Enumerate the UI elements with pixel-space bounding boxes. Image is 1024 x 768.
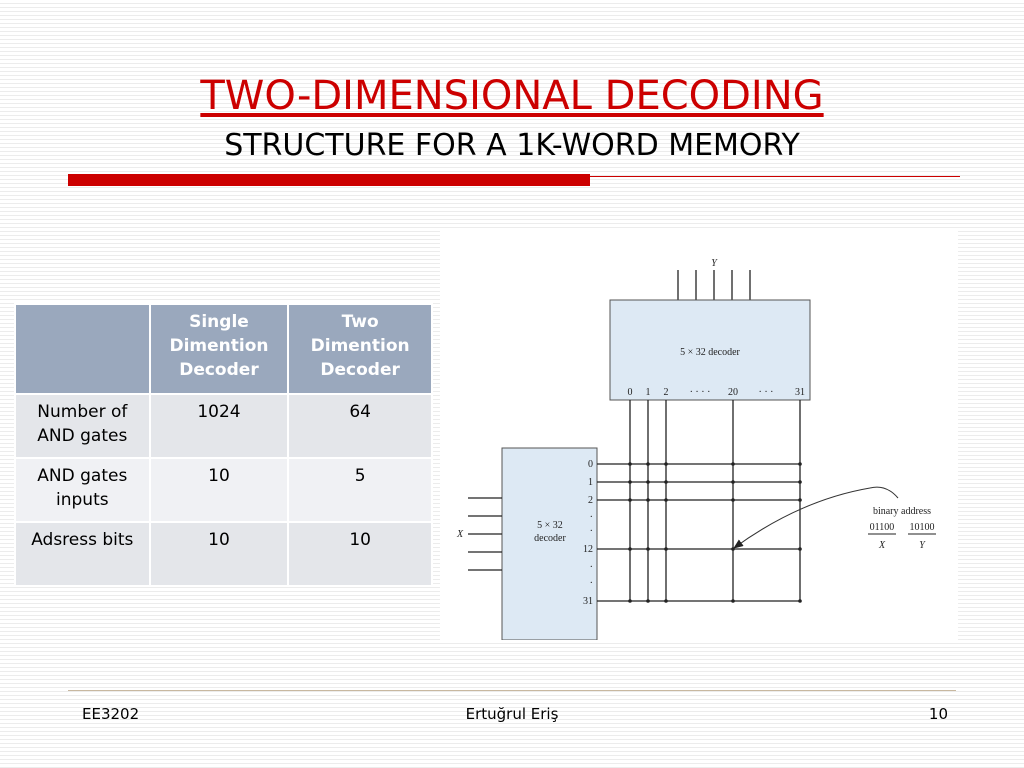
top-output-0: 0 [628,387,633,398]
left-decoder-box [501,447,598,640]
left-output-dot-d: · [590,578,593,589]
left-output-dot-b: · [590,526,593,537]
two-dimensional-decoding-figure: Y 5 × 32 decoder 0 1 2 · · · · 20 · · · … [440,230,958,640]
top-output-31: 31 [795,387,805,398]
left-decoder-outputs: 0 1 2 · · 12 · · 31 [583,459,593,607]
table-row: Adsress bits 10 10 [14,521,433,587]
two-dimension-value: 5 [287,457,433,523]
x-bits-label: X [878,540,886,551]
single-dimension-value: 10 [148,521,290,587]
row-label: Number of AND gates [14,393,151,459]
table-header-row: Single Dimention Decoder Two Dimention D… [14,303,433,395]
table-header-cell-empty [14,303,151,395]
single-dimension-value: 10 [148,457,290,523]
left-output-0: 0 [588,459,593,470]
x-input-label: X [456,529,464,540]
column-lines [629,400,801,602]
two-dimension-value: 10 [287,521,433,587]
y-bits-label: Y [919,540,926,551]
top-output-2: 2 [664,387,669,398]
top-decoder-box [609,299,811,401]
left-output-12: 12 [583,544,593,555]
left-decoder-label-word: decoder [534,533,566,544]
table-header-two-dimension: Two Dimention Decoder [287,303,433,395]
x-address-bits: 01100 [870,522,895,533]
top-output-dots-a: · · · · [690,387,711,398]
top-decoder-outputs: 0 1 2 · · · · 20 · · · 31 [628,387,806,398]
binary-address-label: binary address [873,506,931,517]
row-label: AND gates inputs [14,457,151,523]
decoding-diagram: Y 5 × 32 decoder 0 1 2 · · · · 20 · · · … [456,258,936,640]
y-address-bits: 10100 [910,522,935,533]
top-output-1: 1 [646,387,651,398]
row-lines [597,463,800,602]
y-input-label: Y [711,258,718,269]
left-output-1: 1 [588,477,593,488]
left-output-2: 2 [588,495,593,506]
top-output-20: 20 [728,387,738,398]
table-row: Number of AND gates 1024 64 [14,393,433,459]
left-output-dot-a: · [590,512,593,523]
y-input-lines [677,270,751,300]
top-decoder-label: 5 × 32 decoder [680,347,740,358]
slide-subtitle: STRUCTURE FOR A 1K-WORD MEMORY [224,128,800,163]
left-output-dot-c: · [590,562,593,573]
left-decoder-label-size: 5 × 32 [537,520,563,531]
footer-author: Ertuğrul Eriş [465,705,559,723]
slide-title: TWO-DIMENSIONAL DECODING [200,73,824,119]
two-dimension-value: 64 [287,393,433,459]
selection-arrow [733,487,871,549]
footer-rule [68,690,956,691]
footer-page-number: 10 [928,705,948,723]
top-output-dots-b: · · · [759,387,774,398]
row-label: Adsress bits [14,521,151,587]
footer-course-code: EE3202 [82,705,140,723]
table-header-single-dimension: Single Dimention Decoder [148,303,290,395]
table-row: AND gates inputs 10 5 [14,457,433,523]
x-input-lines [468,497,502,571]
single-dimension-value: 1024 [148,393,290,459]
and-gate-dots [628,462,802,603]
address-bracket [869,486,899,499]
title-accent-bar [68,174,590,186]
decoder-comparison-table: Single Dimention Decoder Two Dimention D… [14,303,433,587]
title-thin-rule [590,176,960,177]
left-output-31: 31 [583,596,593,607]
